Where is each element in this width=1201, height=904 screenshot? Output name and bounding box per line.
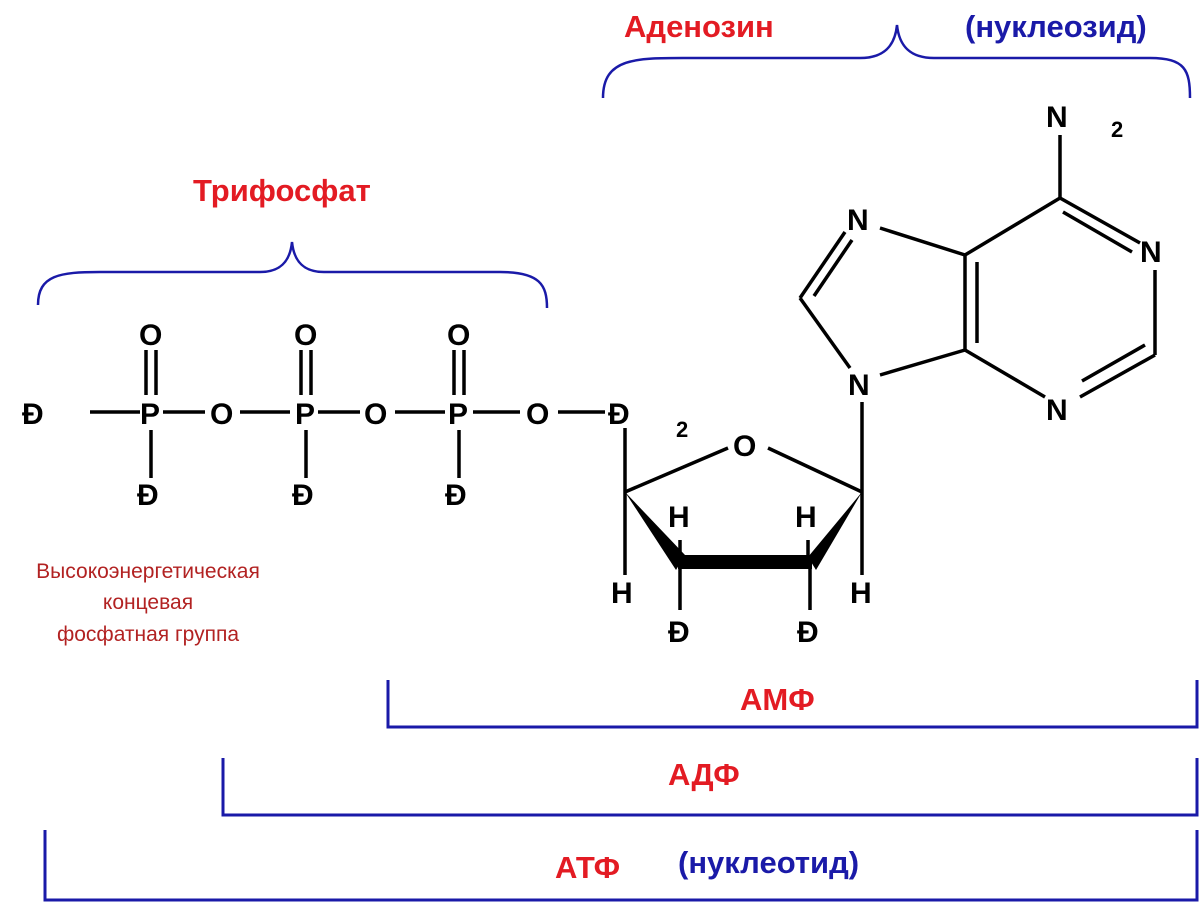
note-line-2: концевая [103,591,193,614]
atom-oh-p3: Ð [445,479,467,512]
phosphate-chain-bonds [90,350,605,478]
atom-p2: P [295,398,315,431]
amp-label: АМФ [740,682,815,717]
atom-n7: N [847,204,869,237]
atom-n3: N [1046,394,1068,427]
adp-bracket [221,758,1199,817]
atom-h-c4: H [668,501,690,534]
atom-nh2: N [1046,101,1068,134]
atom-h-left: H [611,577,633,610]
atom-h-right: H [850,577,872,610]
amp-bracket [386,680,1199,729]
atp-label: АТФ [555,850,620,885]
atom-n1: N [1140,236,1162,269]
atom-p3: P [448,398,468,431]
high-energy-note: Высокоэнергетическая концевая фосфатная … [36,560,260,646]
atom-oh-p2: Ð [292,479,314,512]
atom-oh-terminal: Ð [22,398,44,431]
atom-o-bridge1: O [210,398,233,431]
adenine-base: N N N N N 2 [798,101,1162,427]
adenosine-brace [601,24,1192,99]
ch2-subscript: 2 [676,417,688,442]
note-line-1: Высокоэнергетическая [36,560,260,583]
nh2-subscript: 2 [1111,117,1123,142]
atom-o-bridge2: O [364,398,387,431]
nucleotide-label: (нуклеотид) [678,845,859,880]
triphosphate-label: Трифосфат [193,173,371,208]
adp-label: АДФ [668,757,740,792]
phosphate-chain-atoms: Ð P O O P O O P O O Ð 2 Ð Ð Ð [22,319,688,512]
triphosphate-brace [36,241,549,309]
nucleoside-label: (нуклеозид) [965,9,1147,44]
atom-oh-c2: Ð [797,616,819,649]
atom-p1: P [140,398,160,431]
ribose-ring: O H H H H Ð Ð [611,402,872,649]
adenosine-label: Аденозин [624,9,774,44]
atom-o-p2-top: O [294,319,317,352]
ribose-wedge-left [625,492,685,570]
atp-bracket [43,830,1199,902]
atom-oh-c3: Ð [668,616,690,649]
atom-o-p3-top: O [447,319,470,352]
atom-o-bridge3: O [526,398,549,431]
note-line-3: фосфатная группа [57,623,239,646]
atom-h-c1: H [795,501,817,534]
atom-o-ring: O [733,430,756,463]
ribose-wedge-right [808,492,862,570]
atom-n9: N [848,369,870,402]
atom-oh-p1: Ð [137,479,159,512]
atom-o-p1-top: O [139,319,162,352]
atom-ch2: Ð [608,398,630,431]
